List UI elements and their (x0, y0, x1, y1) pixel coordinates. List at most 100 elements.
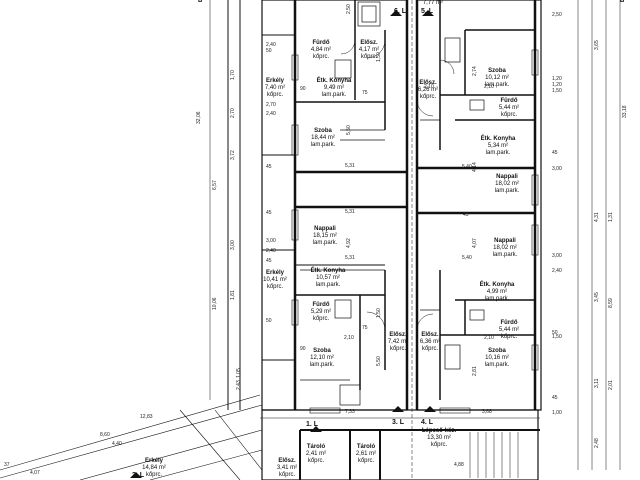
room-floor: kőprc. (266, 284, 284, 290)
dimension: 2,10 (484, 84, 494, 90)
dimension: 3,00 (552, 253, 562, 259)
room-area: 5,44 m² (498, 327, 520, 333)
unit-label: 4. L (421, 419, 434, 426)
dimension: 32,06 (196, 111, 202, 124)
room-name: Fürdő (312, 40, 330, 46)
room-floor: lam.park. (309, 362, 335, 368)
room-area: 10,41 m² (263, 277, 287, 283)
room-area: 7,42 m² (387, 339, 409, 345)
dimension: 2,10 (484, 335, 494, 341)
dimension: 3,00 (230, 240, 236, 250)
dimension: 2,40 (266, 111, 276, 117)
dimension: 1,05 (236, 368, 242, 378)
dimension: 37 (4, 462, 10, 468)
dimension: 1,31 (608, 212, 614, 222)
unit-label: 3. L (392, 419, 405, 426)
room-area: 18,02 m² (495, 181, 519, 187)
dimension: 4,07 (30, 470, 40, 476)
room-floor: kőprc. (419, 94, 437, 100)
dimension: 2,70 (230, 108, 236, 118)
dimension: 5,31 (345, 209, 355, 215)
dimension: 4,07 (472, 238, 478, 248)
unit-label: 2. L (132, 472, 145, 479)
dimension: 3,68 (482, 409, 492, 415)
dimension: 2,40 (266, 248, 276, 254)
dimension: 1,81 (230, 290, 236, 300)
room-name: Tároló (356, 444, 376, 450)
dimension: 4,31 (594, 212, 600, 222)
room-area: 7,77 m² (422, 0, 444, 6)
room-area: 10,12 m² (485, 75, 509, 81)
room-area: 18,02 m² (493, 245, 517, 251)
room-name: Elősz. (389, 332, 407, 338)
room-area: 3,41 m² (276, 465, 298, 471)
dimension: 2,50 (346, 4, 352, 14)
room-name: Étk. Konyha (480, 136, 516, 142)
dimension: 2,74 (472, 66, 478, 76)
room-name: Nappali (496, 174, 518, 180)
room-name: Étk. Konyha (310, 268, 346, 274)
room-name: Elősz. (421, 332, 439, 338)
room-name: Elősz. (360, 40, 378, 46)
dimension: 3,65 (594, 40, 600, 50)
dimension: 1,50 (552, 334, 562, 340)
room-area: 18,15 m² (313, 233, 337, 239)
dimension: 3,72 (230, 150, 236, 160)
dimension: 50 (266, 318, 272, 324)
dimension: 4,88 (454, 462, 464, 468)
room-floor: lam.park. (492, 252, 518, 258)
room-name: Szoba (488, 68, 506, 74)
room-floor: kőprc. (312, 54, 330, 60)
room-area: 9,49 m² (323, 85, 345, 91)
dimension: 2,10 (424, 84, 434, 90)
dimension: 4,92 (346, 238, 352, 248)
dimension: 2,40 (266, 42, 276, 48)
dimension: 10,06 (212, 297, 218, 310)
room-area: 10,16 m² (485, 355, 509, 361)
room-name: Tároló (306, 444, 326, 450)
dimension: 2,01 (608, 380, 614, 390)
room-label: 7,77 m² (423, 0, 443, 7)
dimension: 5,40 (462, 255, 472, 261)
dimension: 5,50 (346, 125, 352, 135)
room-name: Szoba (314, 128, 332, 134)
room-floor: kőprc. (145, 472, 163, 478)
dimension: 2,10 (344, 335, 354, 341)
room-area: 10,57 m² (316, 275, 340, 281)
room-name: Szoba (313, 348, 331, 354)
dimension: 45 (552, 150, 558, 156)
room-floor: lam.park. (315, 282, 341, 288)
room-area: 2,41 m² (305, 451, 327, 457)
dimension: 75 (362, 90, 368, 96)
dimension: 90 (300, 346, 306, 352)
room-floor: lam.park. (484, 82, 510, 88)
dimension: 5,40 (462, 164, 472, 170)
dimension: 3,00 (552, 166, 562, 172)
dimension: 50 (552, 330, 558, 336)
dimension: 1,50 (376, 52, 382, 62)
room-floor: lam.park. (484, 296, 510, 302)
room-area: 14,84 m² (142, 465, 166, 471)
room-name: Étk. Konyha (316, 78, 352, 84)
dimension: 2,50 (552, 12, 562, 18)
room-area: 13,30 m² (427, 435, 451, 441)
room-area: 18,44 m² (311, 135, 335, 141)
dimension: 1,50 (552, 88, 562, 94)
dimension: 3,00 (266, 238, 276, 244)
room-name: Nappali (314, 226, 336, 232)
room-floor: kőprc. (389, 346, 407, 352)
